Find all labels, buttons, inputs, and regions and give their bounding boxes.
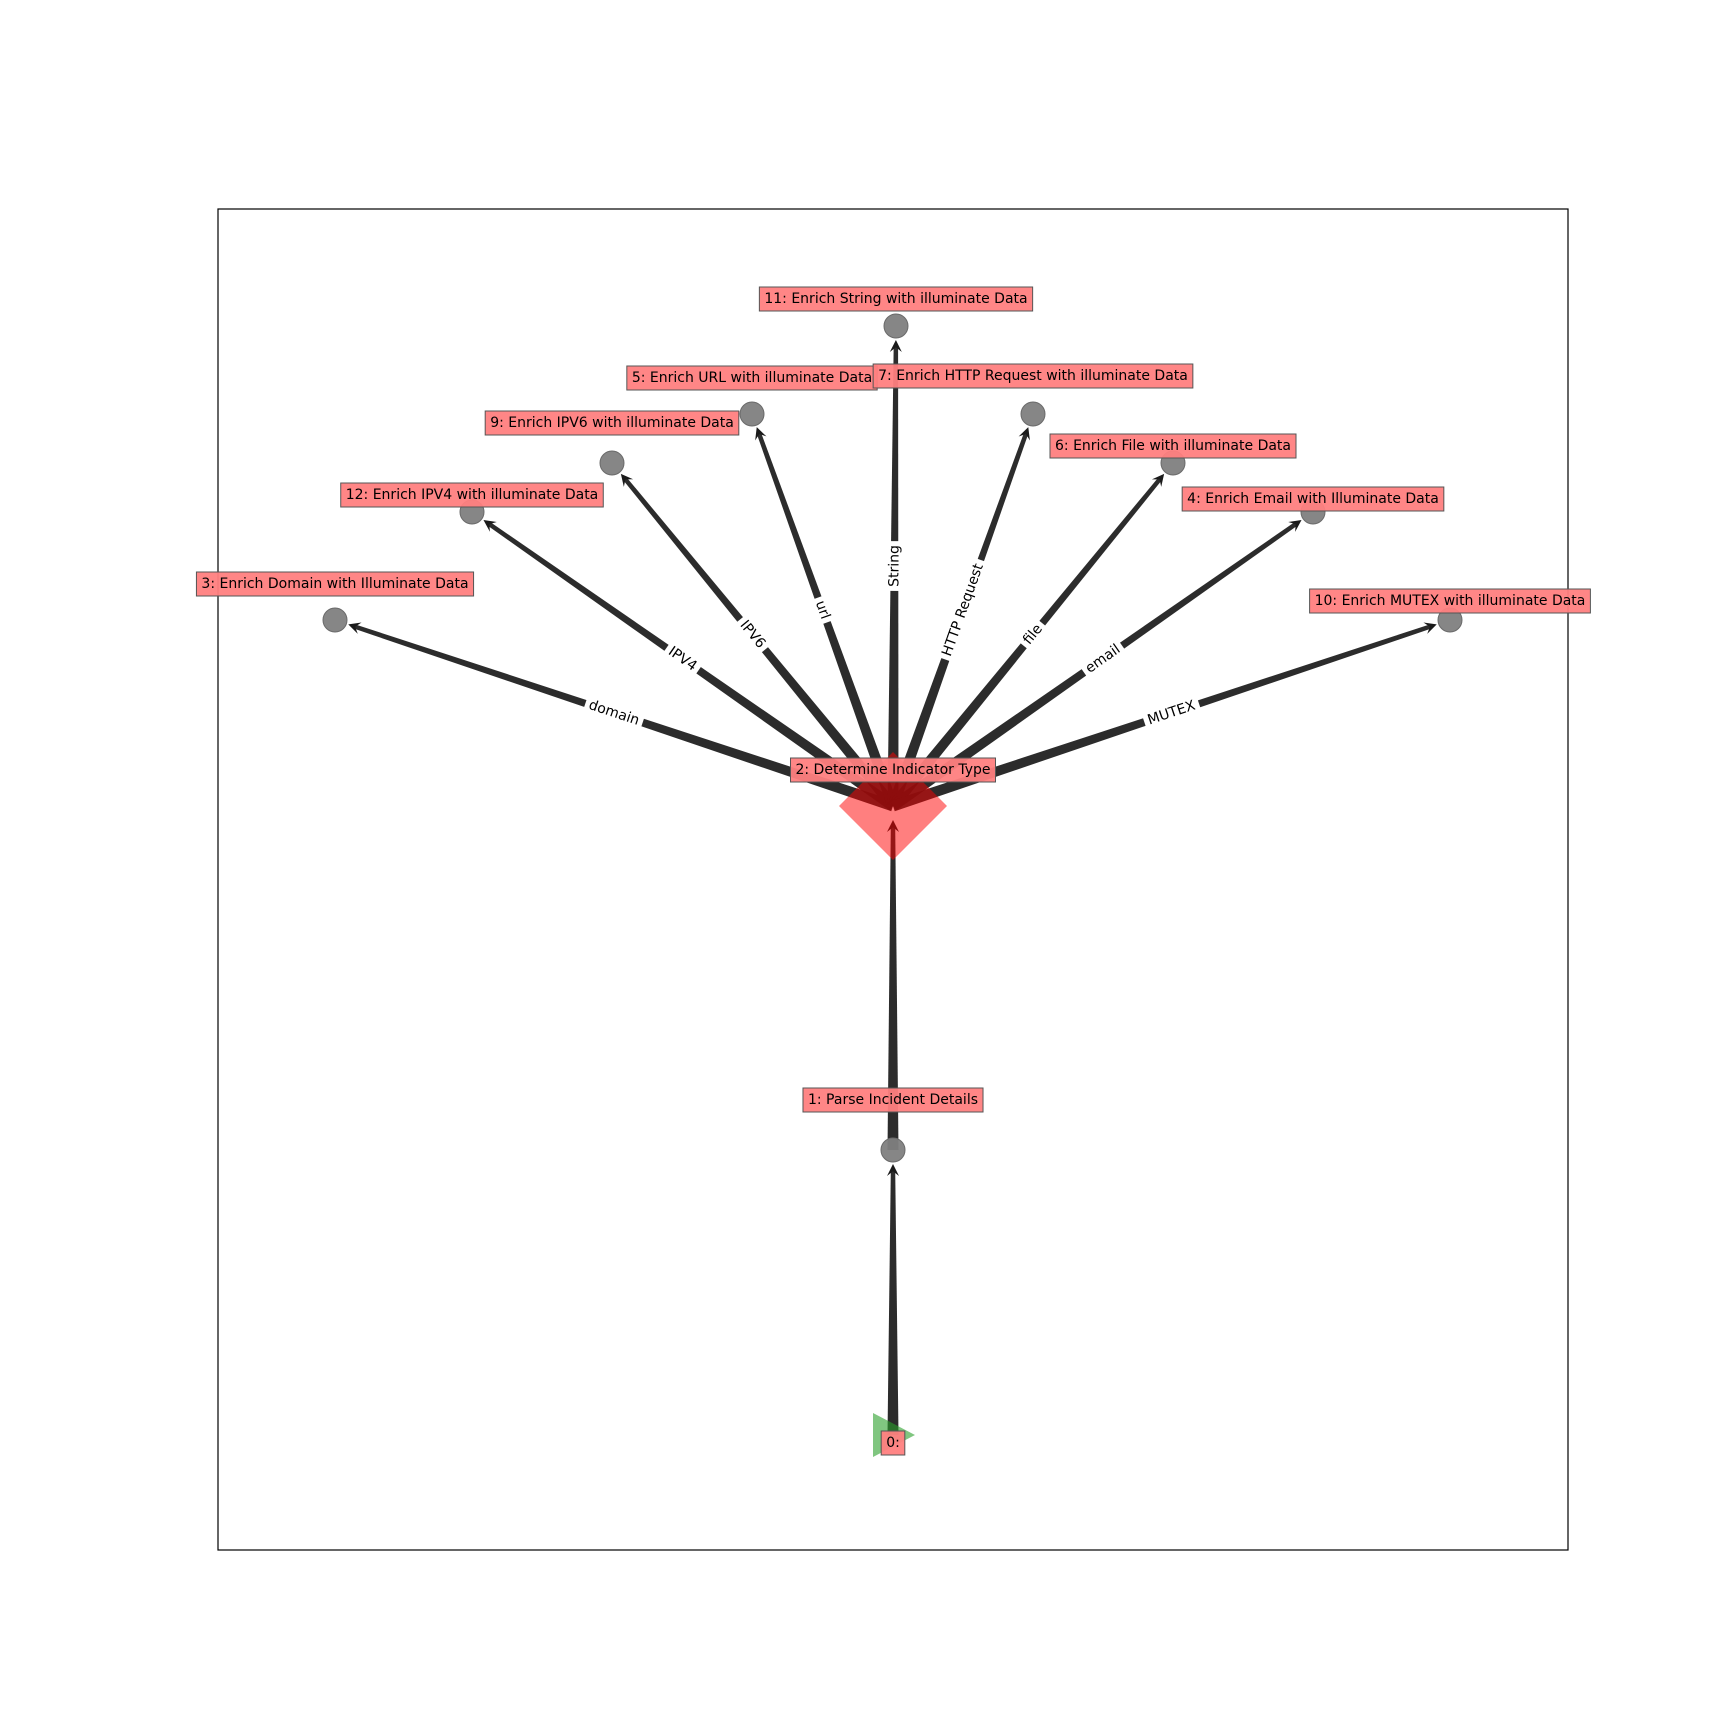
edge-0-to-1 (887, 1170, 899, 1435)
arrowhead-0-to-1 (887, 1164, 899, 1176)
node-label-5: 5: Enrich URL with illuminate Data (626, 365, 878, 391)
edge-label-background (582, 694, 646, 732)
node-label-text: 11: Enrich String with illuminate Data (764, 291, 1027, 307)
task-node-1[interactable] (880, 1137, 906, 1163)
task-node-9[interactable] (599, 450, 625, 476)
node-label-text: 2: Determine Indicator Type (795, 762, 990, 778)
task-node-3[interactable] (322, 607, 348, 633)
node-label-text: 10: Enrich MUTEX with illuminate Data (1315, 593, 1586, 609)
edge-label-text: HTTP Request (939, 561, 987, 658)
node-label-box (340, 482, 604, 508)
edge-1-to-2 (887, 826, 899, 1150)
edge-label-email: email (1078, 638, 1128, 680)
node-label-7: 7: Enrich HTTP Request with illuminate D… (872, 363, 1194, 389)
node-label-box (758, 286, 1034, 312)
plot-frame (217, 208, 1569, 1551)
node-label-0: 0: (880, 1430, 906, 1456)
node-label-12: 12: Enrich IPV4 with illuminate Data (340, 482, 604, 508)
node-label-box (626, 365, 878, 391)
arrowhead-2-to-9 (620, 473, 634, 487)
edge-label-background (661, 640, 704, 678)
node-label-1: 1: Parse Incident Details (802, 1087, 984, 1113)
node-label-text: 6: Enrich File with illuminate Data (1055, 438, 1291, 454)
edge-label-text: domain (587, 697, 642, 729)
edge-label-mutex: MUTEX (1141, 695, 1202, 731)
edge-label-text: url (812, 599, 833, 622)
edge-label-domain: domain (582, 694, 646, 732)
node-label-box (872, 363, 1194, 389)
edge-label-background (1141, 695, 1202, 731)
node-label-6: 6: Enrich File with illuminate Data (1049, 433, 1297, 459)
node-label-box (802, 1087, 984, 1113)
node-label-box (484, 410, 740, 436)
node-label-box (789, 757, 997, 783)
arrowhead-2-to-5 (755, 427, 767, 441)
node-label-text: 4: Enrich Email with Illuminate Data (1187, 491, 1439, 507)
arrowhead-2-to-3 (348, 622, 362, 634)
node-label-10: 10: Enrich MUTEX with illuminate Data (1309, 588, 1591, 614)
node-labels-layer: 0: 1: Parse Incident Details 2: Determine … (195, 286, 1591, 1456)
node-label-11: 11: Enrich String with illuminate Data (758, 286, 1034, 312)
task-node-7[interactable] (1020, 401, 1046, 427)
node-label-text: 3: Enrich Domain with Illuminate Data (201, 576, 468, 592)
edge-label-string: String (885, 541, 904, 591)
arrowhead-2-to-4 (1288, 520, 1302, 532)
node-label-box (1181, 486, 1445, 512)
node-label-text: 9: Enrich IPV6 with illuminate Data (490, 415, 734, 431)
edge-label-url: url (809, 594, 836, 626)
node-label-2: 2: Determine Indicator Type (789, 757, 997, 783)
edge-label-background (936, 556, 990, 663)
arrowhead-2-to-12 (483, 520, 497, 532)
edge-label-text: MUTEX (1146, 697, 1198, 728)
arrowhead-2-to-7 (1018, 427, 1030, 441)
arrowhead-2-to-10 (1423, 622, 1437, 634)
edge-label-http-request: HTTP Request (936, 556, 990, 663)
node-label-4: 4: Enrich Email with Illuminate Data (1181, 486, 1445, 512)
edge-label-background (885, 541, 904, 591)
node-label-text: 5: Enrich URL with illuminate Data (632, 370, 872, 386)
arrowhead-2-to-6 (1151, 473, 1165, 487)
node-label-text: 1: Parse Incident Details (808, 1092, 978, 1108)
node-label-box (195, 571, 475, 597)
node-label-text: 12: Enrich IPV4 with illuminate Data (346, 487, 599, 503)
node-label-box (1309, 588, 1591, 614)
node-label-text: 0: (886, 1435, 900, 1451)
task-node-11[interactable] (883, 313, 909, 339)
node-label-box (1049, 433, 1297, 459)
edge-label-background (733, 613, 772, 656)
node-label-3: 3: Enrich Domain with Illuminate Data (195, 571, 475, 597)
edge-label-background (809, 594, 836, 626)
node-label-box (880, 1430, 906, 1456)
node-label-9: 9: Enrich IPV6 with illuminate Data (484, 410, 740, 436)
task-node-5[interactable] (739, 401, 765, 427)
node-label-text: 7: Enrich HTTP Request with illuminate D… (878, 368, 1188, 384)
arrowhead-2-to-11 (889, 339, 902, 353)
edge-label-background (1016, 617, 1050, 652)
edge-label-background (1078, 638, 1128, 680)
edge-label-text: String (886, 545, 902, 587)
